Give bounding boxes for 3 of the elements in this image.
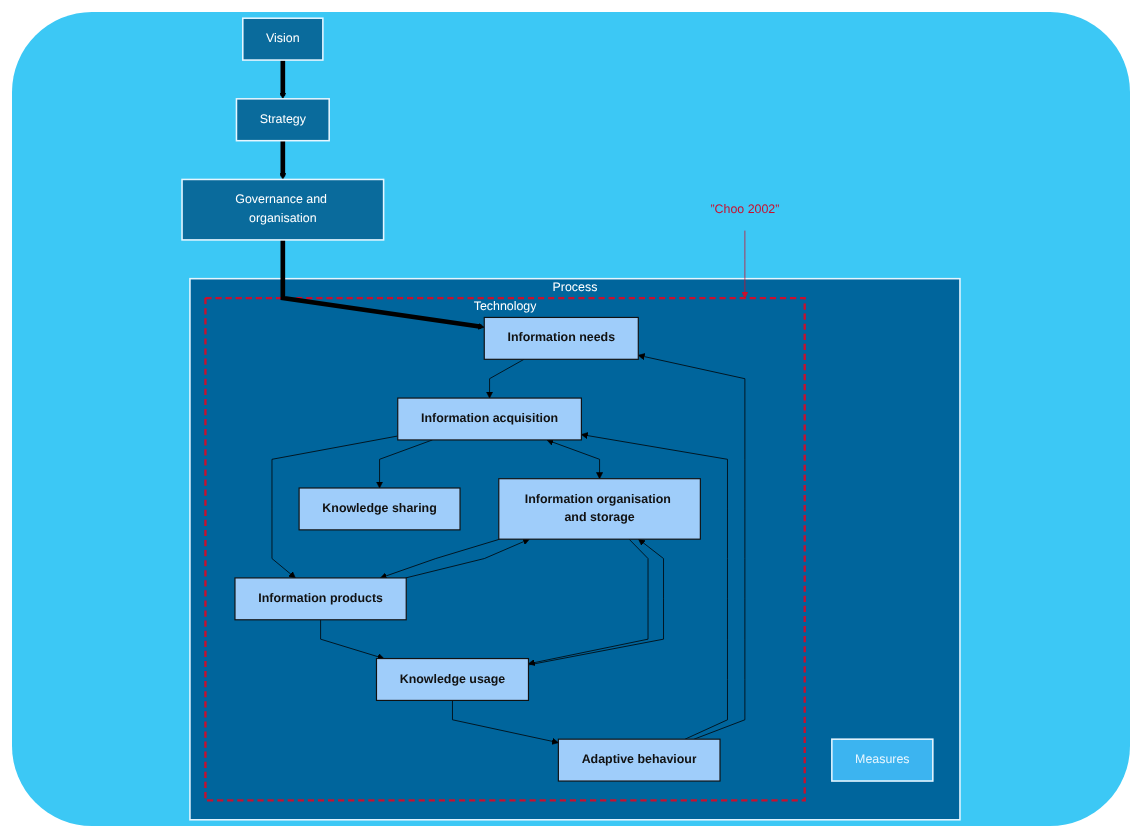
arrow (279, 140, 287, 180)
arrow (279, 60, 287, 100)
arrow (280, 239, 485, 330)
